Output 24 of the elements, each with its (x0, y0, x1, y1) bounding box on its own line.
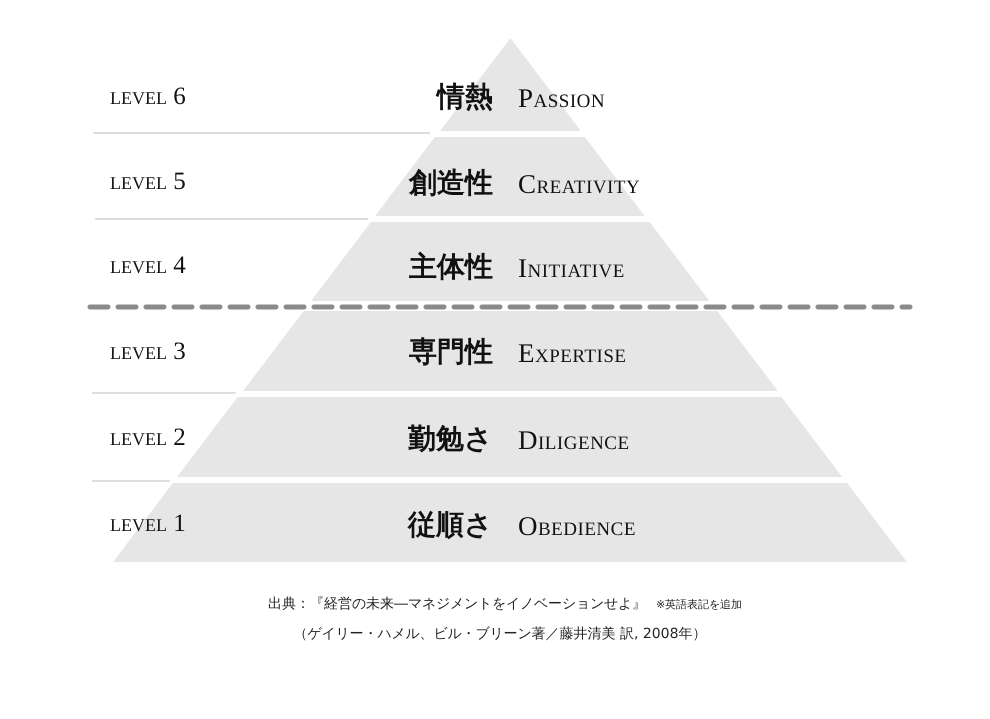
japanese-term: 専門性 (408, 338, 493, 366)
pyramid-tier (310, 222, 710, 301)
japanese-term: 主体性 (408, 253, 493, 281)
english-term: Creativity (518, 171, 640, 198)
level-label: level 1 (110, 511, 186, 536)
level-label: level 3 (110, 339, 186, 364)
source-text: 出典：『経営の未来―マネジメントをイノベーションせよ』 (268, 597, 646, 611)
level-label: level 6 (110, 84, 186, 109)
level-label: level 2 (110, 425, 186, 450)
english-term: Expertise (518, 340, 627, 367)
japanese-term: 従順さ (408, 511, 493, 539)
level-label: level 4 (110, 253, 186, 278)
english-term: Initiative (518, 255, 625, 282)
japanese-term: 情熱 (436, 83, 493, 111)
pyramid-tier (242, 311, 778, 391)
japanese-term: 創造性 (409, 169, 493, 197)
level-label: level 5 (110, 169, 186, 194)
pyramid-tier (375, 137, 645, 216)
japanese-term: 勤勉さ (408, 425, 493, 453)
source-text: （ゲイリー・ハメル、ビル・ブリーン著／藤井清美 訳, 2008年） (294, 627, 706, 641)
english-term: Passion (518, 85, 606, 112)
english-term: Obedience (518, 513, 636, 540)
note: ※英語表記を追加 (656, 599, 742, 610)
english-term: Diligence (518, 427, 630, 454)
